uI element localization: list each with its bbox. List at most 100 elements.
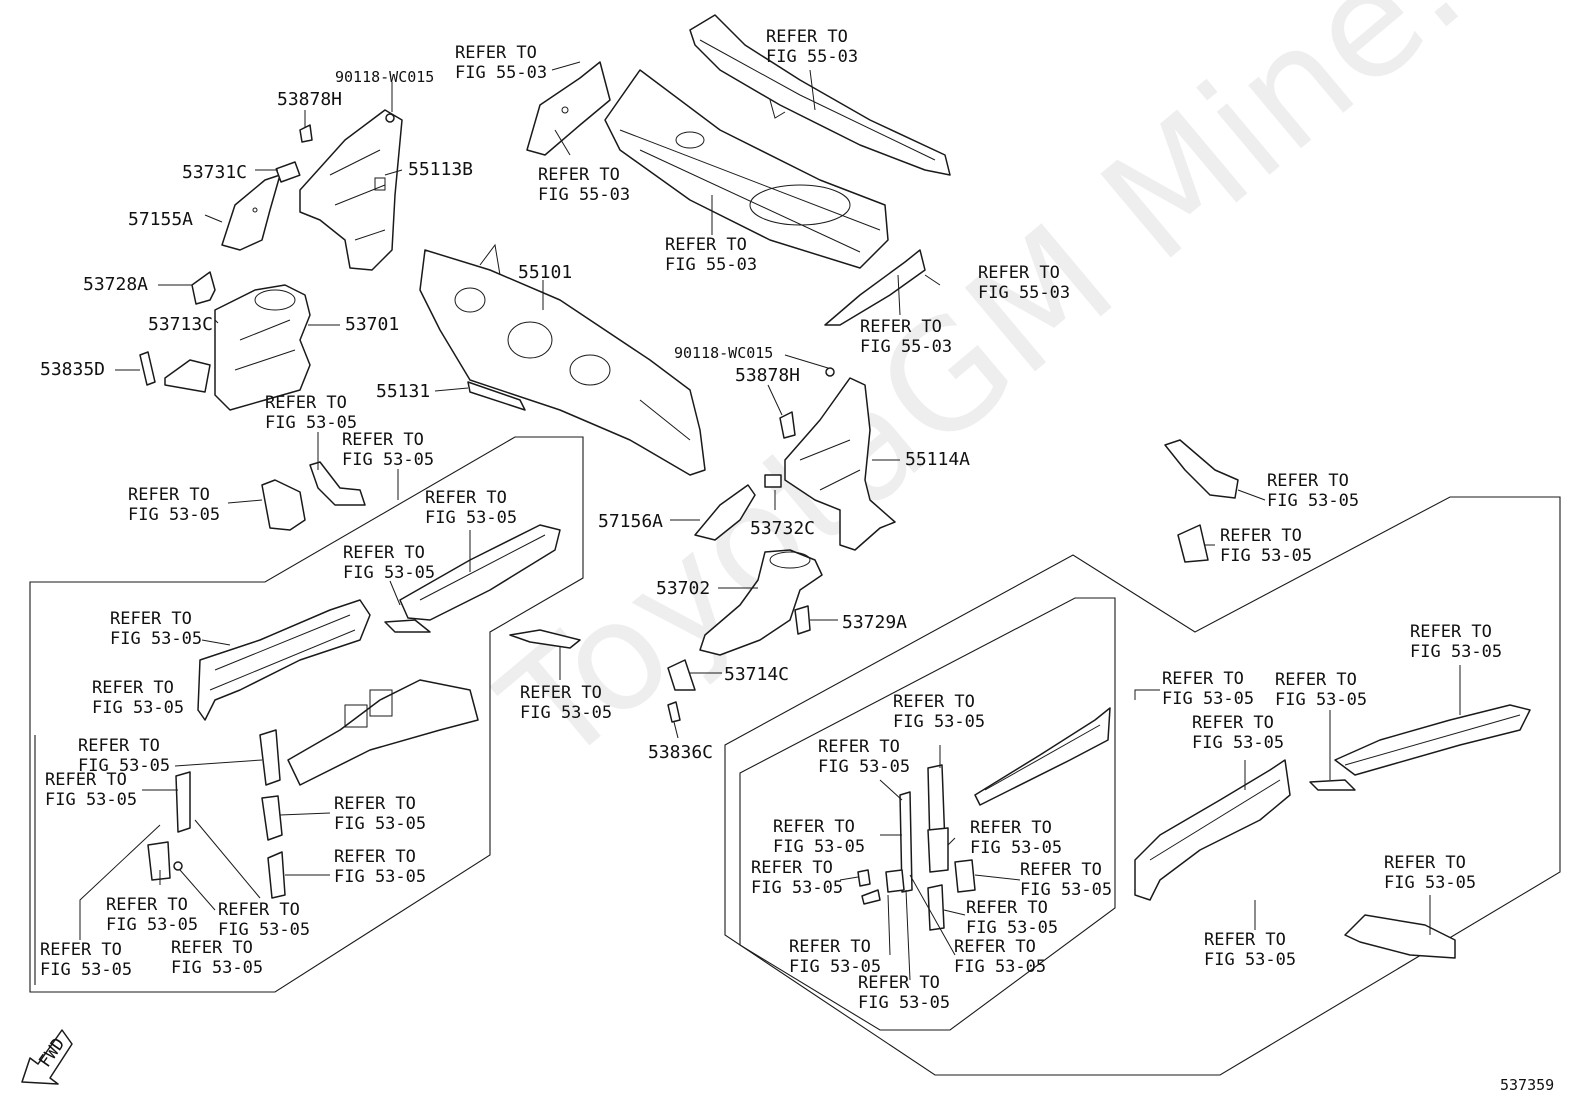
cowl-side-bracket-left bbox=[526, 61, 611, 156]
label-53701: 53701 bbox=[345, 314, 399, 335]
refer-label-line2: FIG 53-05 bbox=[1220, 546, 1312, 566]
refer-label-line1: REFER TO bbox=[1410, 622, 1492, 642]
right-lower-bracket bbox=[1344, 914, 1456, 959]
refer-label-line2: FIG 53-05 bbox=[40, 960, 132, 980]
refer-label-line1: REFER TO bbox=[171, 938, 253, 958]
refer-label-line2: FIG 53-05 bbox=[751, 878, 843, 898]
refer-label-line2: FIG 53-05 bbox=[334, 867, 426, 887]
refer-label-line2: FIG 53-05 bbox=[45, 790, 137, 810]
refer-label-line1: REFER TO bbox=[455, 43, 537, 63]
right-plate-c bbox=[927, 884, 945, 931]
refer-label-line1: REFER TO bbox=[1020, 860, 1102, 880]
refer-label-line2: FIG 53-05 bbox=[334, 814, 426, 834]
label-90118-left: 90118-WC015 bbox=[335, 68, 434, 86]
refer-label-line2: FIG 53-05 bbox=[966, 918, 1058, 938]
cowl-top-panel bbox=[689, 14, 951, 176]
label-53732c: 53732C bbox=[750, 518, 815, 539]
left-rail-plate bbox=[384, 619, 431, 633]
refer-label-line2: FIG 53-05 bbox=[773, 837, 865, 857]
bolt-90118-left bbox=[385, 113, 395, 123]
clip-53878h-left bbox=[299, 124, 313, 143]
refer-label-line2: FIG 55-03 bbox=[665, 255, 757, 275]
refer-label-line1: REFER TO bbox=[818, 737, 900, 757]
left-small-bracket-b bbox=[147, 841, 171, 881]
front-apron-right bbox=[699, 549, 823, 656]
label-55131: 55131 bbox=[376, 381, 430, 402]
left-lower-bracket-b bbox=[261, 795, 283, 841]
refer-label-line1: REFER TO bbox=[1192, 713, 1274, 733]
refer-label-line2: FIG 53-05 bbox=[520, 703, 612, 723]
label-55101: 55101 bbox=[518, 262, 572, 283]
right-group-outline bbox=[724, 496, 1561, 1076]
right-thin-strip bbox=[899, 791, 913, 893]
refer-label-line1: REFER TO bbox=[110, 609, 192, 629]
left-small-bracket-a bbox=[175, 771, 191, 833]
label-53878h-left: 53878H bbox=[277, 89, 342, 110]
right-upper-rail bbox=[974, 707, 1111, 806]
refer-label-line1: REFER TO bbox=[773, 817, 855, 837]
dash-panel bbox=[419, 243, 706, 476]
bracket-53835d bbox=[139, 351, 156, 386]
label-53702: 53702 bbox=[656, 578, 710, 599]
refer-label-line1: REFER TO bbox=[1162, 669, 1244, 689]
label-53835d: 53835D bbox=[40, 359, 105, 380]
refer-label-line1: REFER TO bbox=[218, 900, 300, 920]
bolt-90118-right bbox=[825, 367, 835, 377]
refer-label-line1: REFER TO bbox=[342, 430, 424, 450]
right-plate-b bbox=[954, 859, 976, 893]
refer-label-line1: REFER TO bbox=[665, 235, 747, 255]
refer-label-line2: FIG 53-05 bbox=[858, 993, 950, 1013]
refer-label-line1: REFER TO bbox=[1220, 526, 1302, 546]
refer-label-line1: REFER TO bbox=[45, 770, 127, 790]
refer-label-line2: FIG 53-05 bbox=[789, 957, 881, 977]
gusset-53714c bbox=[667, 659, 696, 691]
wheel-apron-extension-left bbox=[221, 174, 281, 251]
refer-label-line2: FIG 53-05 bbox=[1020, 880, 1112, 900]
right-rear-bracket-b bbox=[1177, 524, 1209, 563]
refer-label-line1: REFER TO bbox=[1275, 670, 1357, 690]
gusset-53713c bbox=[164, 359, 211, 393]
refer-label-line2: FIG 53-05 bbox=[893, 712, 985, 732]
clip-53878h-right bbox=[779, 411, 796, 439]
refer-label-line1: REFER TO bbox=[425, 488, 507, 508]
left-lower-member bbox=[287, 679, 479, 786]
left-lower-bracket-a bbox=[259, 729, 281, 786]
label-53713c: 53713C bbox=[148, 314, 213, 335]
refer-label-line1: REFER TO bbox=[334, 794, 416, 814]
label-53714c: 53714C bbox=[724, 664, 789, 685]
refer-label-line1: REFER TO bbox=[789, 937, 871, 957]
refer-label-line2: FIG 53-05 bbox=[1410, 642, 1502, 662]
refer-label-line2: FIG 53-05 bbox=[92, 698, 184, 718]
refer-label-line2: FIG 55-03 bbox=[766, 47, 858, 67]
left-small-clip bbox=[173, 861, 183, 871]
refer-label-line1: REFER TO bbox=[343, 543, 425, 563]
label-53836c: 53836C bbox=[648, 742, 713, 763]
left-upper-rail bbox=[197, 599, 371, 721]
refer-label-line1: REFER TO bbox=[970, 818, 1052, 838]
refer-label-line2: FIG 53-05 bbox=[425, 508, 517, 528]
refer-label-line1: REFER TO bbox=[1384, 853, 1466, 873]
label-55113b: 55113B bbox=[408, 159, 473, 180]
refer-label-line1: REFER TO bbox=[860, 317, 942, 337]
refer-label-line1: REFER TO bbox=[40, 940, 122, 960]
refer-label-line1: REFER TO bbox=[538, 165, 620, 185]
refer-label-line1: REFER TO bbox=[1204, 930, 1286, 950]
label-57156a: 57156A bbox=[598, 511, 663, 532]
cowl-panel bbox=[604, 69, 889, 269]
